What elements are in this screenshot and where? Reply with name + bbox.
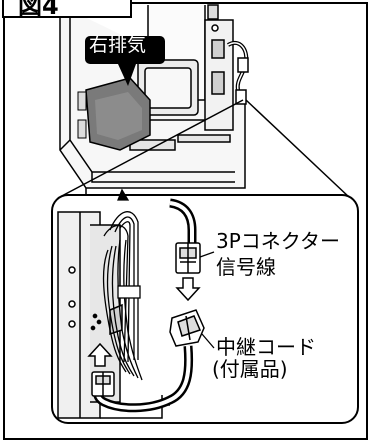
label-leaders (199, 251, 215, 349)
signal-line-label: 信号線 (216, 255, 276, 279)
upper-cable (226, 41, 249, 105)
relay-cord-label: 中継コード (216, 335, 316, 359)
wire-bundle (102, 188, 143, 381)
exhaust-label: 右排気 (89, 34, 147, 56)
up-arrow (87, 342, 113, 367)
accessory-label: (付属品) (212, 357, 288, 381)
connector-label: 3Pコネクター (216, 229, 340, 253)
zoom-callout-lines (57, 99, 351, 199)
relay-connector-top (169, 309, 205, 347)
3p-connector (175, 242, 201, 274)
exhaust-badge (85, 36, 165, 64)
figure-number-badge (2, 0, 132, 18)
relay-connector-bottom (91, 371, 115, 397)
signal-cable (169, 198, 197, 244)
figure-border (3, 2, 368, 440)
down-arrow (175, 277, 201, 302)
exhaust-panel (77, 77, 151, 151)
figure-number: 図4 (18, 0, 59, 20)
exhaust-pointer (118, 64, 136, 86)
